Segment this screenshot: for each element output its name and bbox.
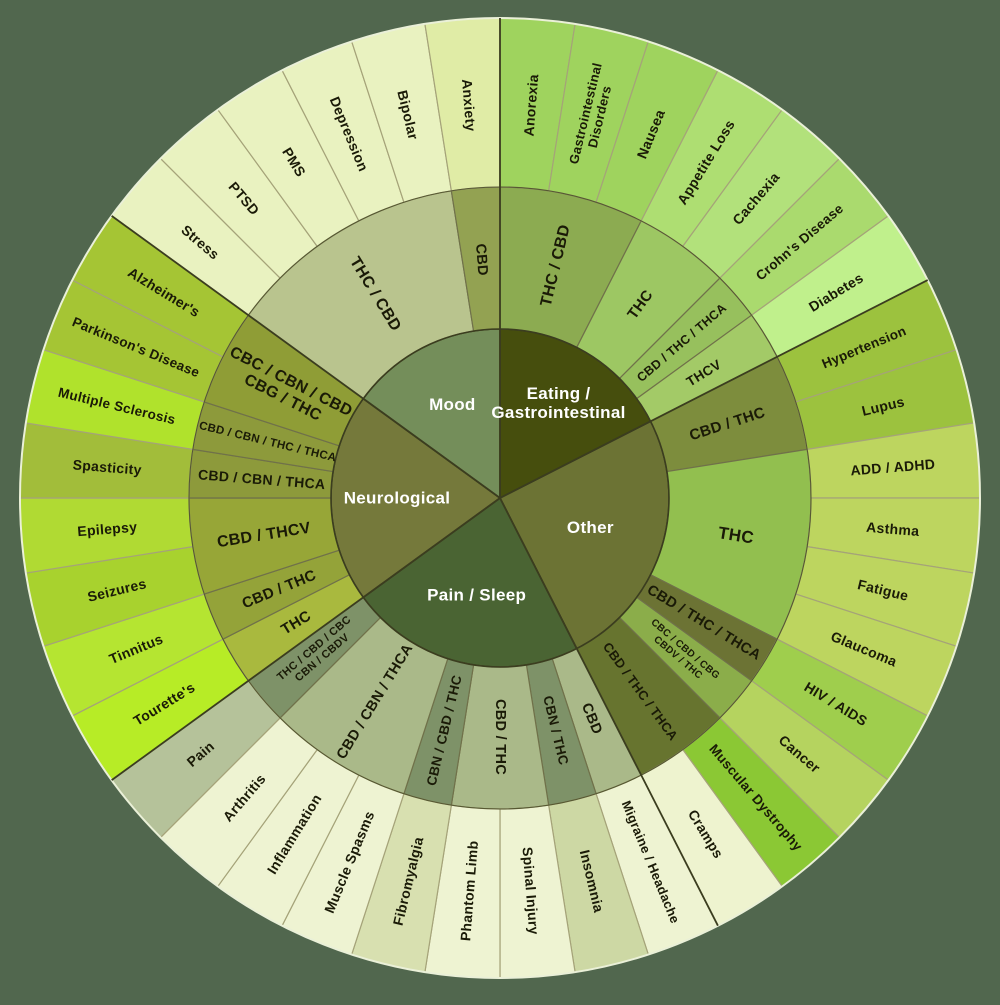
anxiety-label: Anxiety xyxy=(459,78,479,132)
phantom-limb-label: Phantom Limb xyxy=(457,840,481,942)
eating-gastrointestinal-label: Eating /Gastrointestinal xyxy=(491,383,625,421)
spasticity-label: Spasticity xyxy=(72,456,142,477)
spinal-injury-label: Spinal Injury xyxy=(519,846,542,935)
asthma-label: Asthma xyxy=(866,519,920,539)
anorexia-label: Anorexia xyxy=(520,74,541,137)
neurological-label: Neurological xyxy=(344,489,451,508)
category-boundary-line xyxy=(499,497,719,927)
cbd-thc-label: CBD / THC xyxy=(492,699,508,775)
category-boundary-line xyxy=(111,215,501,499)
category-boundary-line xyxy=(499,279,929,499)
category-boundary-line xyxy=(111,497,501,781)
cbd-label: CBD xyxy=(472,243,490,276)
epilepsy-label: Epilepsy xyxy=(77,519,138,540)
other-label: Other xyxy=(567,518,614,537)
add-adhd-label: ADD / ADHD xyxy=(850,456,936,479)
mood-label: Mood xyxy=(429,395,476,414)
pain-sleep-label: Pain / Sleep xyxy=(427,586,526,605)
